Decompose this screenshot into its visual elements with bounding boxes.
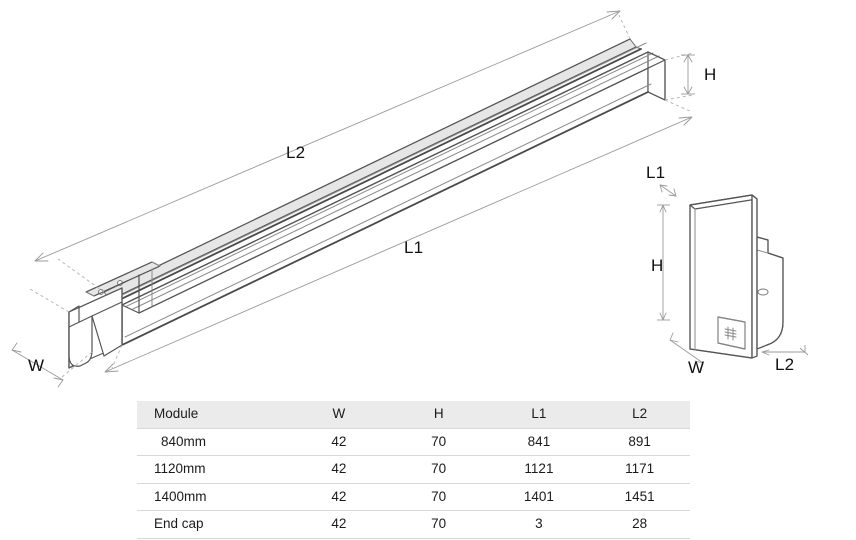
header-l2: L2: [589, 400, 690, 429]
specification-table: Module W H L1 L2 840mm 42 70 841 891 112…: [137, 400, 690, 539]
label-l2-detail: L2: [775, 355, 795, 374]
dimension-l2-detail: [761, 345, 809, 356]
cell-l1: 1401: [488, 483, 590, 511]
dimension-w-detail: [669, 332, 704, 371]
cell-w: 42: [288, 483, 389, 511]
table-row: 1400mm 42 70 1401 1451: [137, 483, 690, 511]
label-l2-main: L2: [286, 143, 306, 162]
label-w-main: W: [28, 356, 45, 375]
dimension-w-main: [11, 288, 93, 388]
header-module: Module: [137, 400, 289, 429]
cell-l2: 1451: [589, 483, 690, 511]
cell-l2: 1171: [589, 455, 690, 484]
dimension-h-detail: [657, 204, 670, 321]
table-row: 840mm 42 70 841 891: [137, 428, 690, 456]
label-l1-main: L1: [404, 238, 424, 257]
cell-l1: 3: [488, 510, 590, 539]
cell-w: 42: [288, 510, 389, 539]
cell-module: 1120mm: [137, 455, 289, 484]
main-fixture-isometric: [11, 10, 695, 388]
table-row: 1120mm 42 70 1121 1171: [137, 455, 690, 484]
product-label-plate: [717, 316, 746, 350]
table-row: End cap 42 70 3 28: [137, 510, 690, 539]
cell-w: 42: [288, 455, 389, 484]
label-h-detail: H: [651, 256, 664, 275]
label-l1-detail: L1: [646, 163, 666, 182]
end-cap-plate-edge-right: [751, 194, 758, 359]
cell-w: 42: [288, 428, 389, 456]
dimension-h-main: [664, 52, 695, 101]
table-header-row: Module W H L1 L2: [137, 400, 690, 429]
cable-hole: [757, 288, 769, 296]
cell-l2: 891: [589, 428, 690, 456]
brand-logo-mark: [724, 326, 737, 341]
rail-track-top: [103, 38, 637, 301]
cell-h: 70: [388, 428, 489, 456]
cell-module: 1400mm: [137, 483, 289, 511]
cell-l1: 841: [488, 428, 590, 456]
dimension-l1: [104, 99, 693, 373]
cell-module: 840mm: [137, 428, 289, 456]
cell-l1: 1121: [488, 455, 590, 484]
end-cap-left: [68, 261, 161, 369]
header-l1: L1: [488, 400, 590, 429]
cell-h: 70: [388, 455, 489, 484]
cell-h: 70: [388, 483, 489, 511]
dimension-l2: [34, 10, 631, 293]
label-w-detail: W: [688, 358, 705, 377]
cell-module: End cap: [137, 510, 289, 539]
header-w: W: [288, 400, 389, 429]
label-h-main: H: [704, 65, 717, 84]
fixture-top-face: [121, 51, 666, 314]
cell-l2: 28: [589, 510, 690, 539]
end-cap-detail-view: [657, 184, 809, 371]
dimension-l1-detail: [659, 184, 677, 197]
header-h: H: [388, 400, 489, 429]
rail-track-face: [109, 46, 642, 303]
cell-h: 70: [388, 510, 489, 539]
